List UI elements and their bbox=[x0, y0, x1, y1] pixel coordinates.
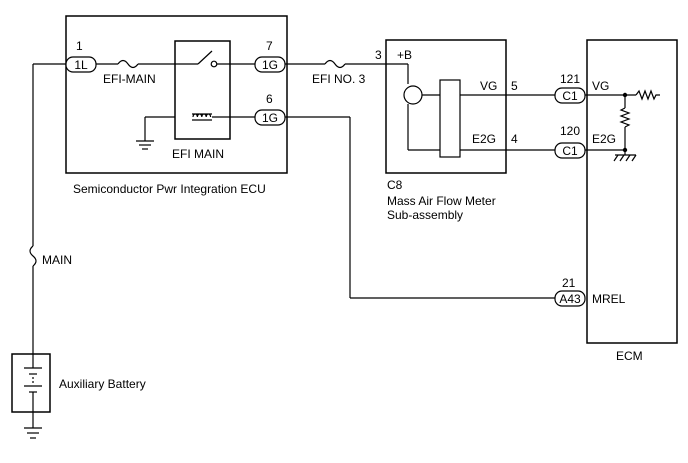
maf-name-line1: Mass Air Flow Meter bbox=[387, 194, 496, 208]
fuse-main-label: MAIN bbox=[42, 253, 72, 267]
connector-a43-label: A43 bbox=[559, 292, 581, 306]
connector-1l-label: 1L bbox=[74, 58, 88, 72]
battery-box bbox=[11, 353, 51, 413]
spi-pin-6: 6 bbox=[266, 92, 273, 106]
fuse-main-icon bbox=[29, 245, 37, 267]
relay-efi-main-box bbox=[174, 40, 231, 140]
spi-ecu-label: Semiconductor Pwr Integration ECU bbox=[73, 182, 266, 196]
ecm-e2g-junction-icon bbox=[622, 147, 628, 153]
maf-sensor-element-icon bbox=[439, 79, 461, 158]
connector-c1-e2g-label: C1 bbox=[562, 144, 578, 158]
relay-switch-blade-icon bbox=[197, 50, 213, 65]
fuse-efi-main-icon bbox=[117, 59, 139, 69]
connector-1g-pin7-label: 1G bbox=[262, 58, 278, 72]
ecm-pulldown-resistor-icon bbox=[619, 107, 631, 128]
ecm-vg-resistor-icon bbox=[635, 89, 660, 101]
connector-a43 bbox=[554, 290, 586, 307]
battery-label: Auxiliary Battery bbox=[59, 377, 146, 391]
ground-icon-spi bbox=[136, 140, 154, 150]
transistor-icon bbox=[403, 85, 423, 105]
relay-contact-icon bbox=[210, 60, 218, 68]
spi-pin-1: 1 bbox=[76, 39, 83, 53]
relay-efi-main-label: EFI MAIN bbox=[172, 147, 224, 161]
connector-1g-pin6-label: 1G bbox=[262, 111, 278, 125]
ecm-vg-label: VG bbox=[592, 79, 609, 93]
spi-pin-7: 7 bbox=[266, 39, 273, 53]
ecm-e2g-label: E2G bbox=[592, 132, 616, 146]
maf-name-line2: Sub-assembly bbox=[387, 208, 463, 222]
spi-ecu-box bbox=[65, 15, 288, 174]
ecm-pin-21: 21 bbox=[562, 276, 576, 290]
fuse-efi-main-label: EFI-MAIN bbox=[103, 72, 156, 86]
ecm-pin-120: 120 bbox=[560, 124, 580, 138]
fuse-efi-no3-icon bbox=[324, 59, 346, 69]
fuse-efi-no3-label: EFI NO. 3 bbox=[312, 72, 366, 86]
chassis-ground-icon-ecm bbox=[613, 154, 637, 162]
ecm-mrel-label: MREL bbox=[592, 292, 626, 306]
connector-c1-vg-label: C1 bbox=[562, 89, 578, 103]
relay-coil-icon bbox=[192, 113, 212, 121]
ecm-box bbox=[586, 39, 678, 344]
maf-connector-label: C8 bbox=[387, 178, 403, 192]
ecm-label: ECM bbox=[616, 349, 643, 363]
maf-pin-4: 4 bbox=[511, 132, 518, 146]
ecm-pin-121: 121 bbox=[560, 72, 580, 86]
maf-box bbox=[385, 39, 507, 174]
maf-pin-5: 5 bbox=[511, 79, 518, 93]
ground-icon-battery bbox=[24, 427, 42, 439]
maf-e2g-label: E2G bbox=[472, 132, 496, 146]
maf-plus-b-label: +B bbox=[397, 48, 412, 62]
battery-icon bbox=[24, 354, 42, 412]
maf-pin-3: 3 bbox=[375, 48, 382, 62]
maf-vg-label: VG bbox=[480, 79, 497, 93]
